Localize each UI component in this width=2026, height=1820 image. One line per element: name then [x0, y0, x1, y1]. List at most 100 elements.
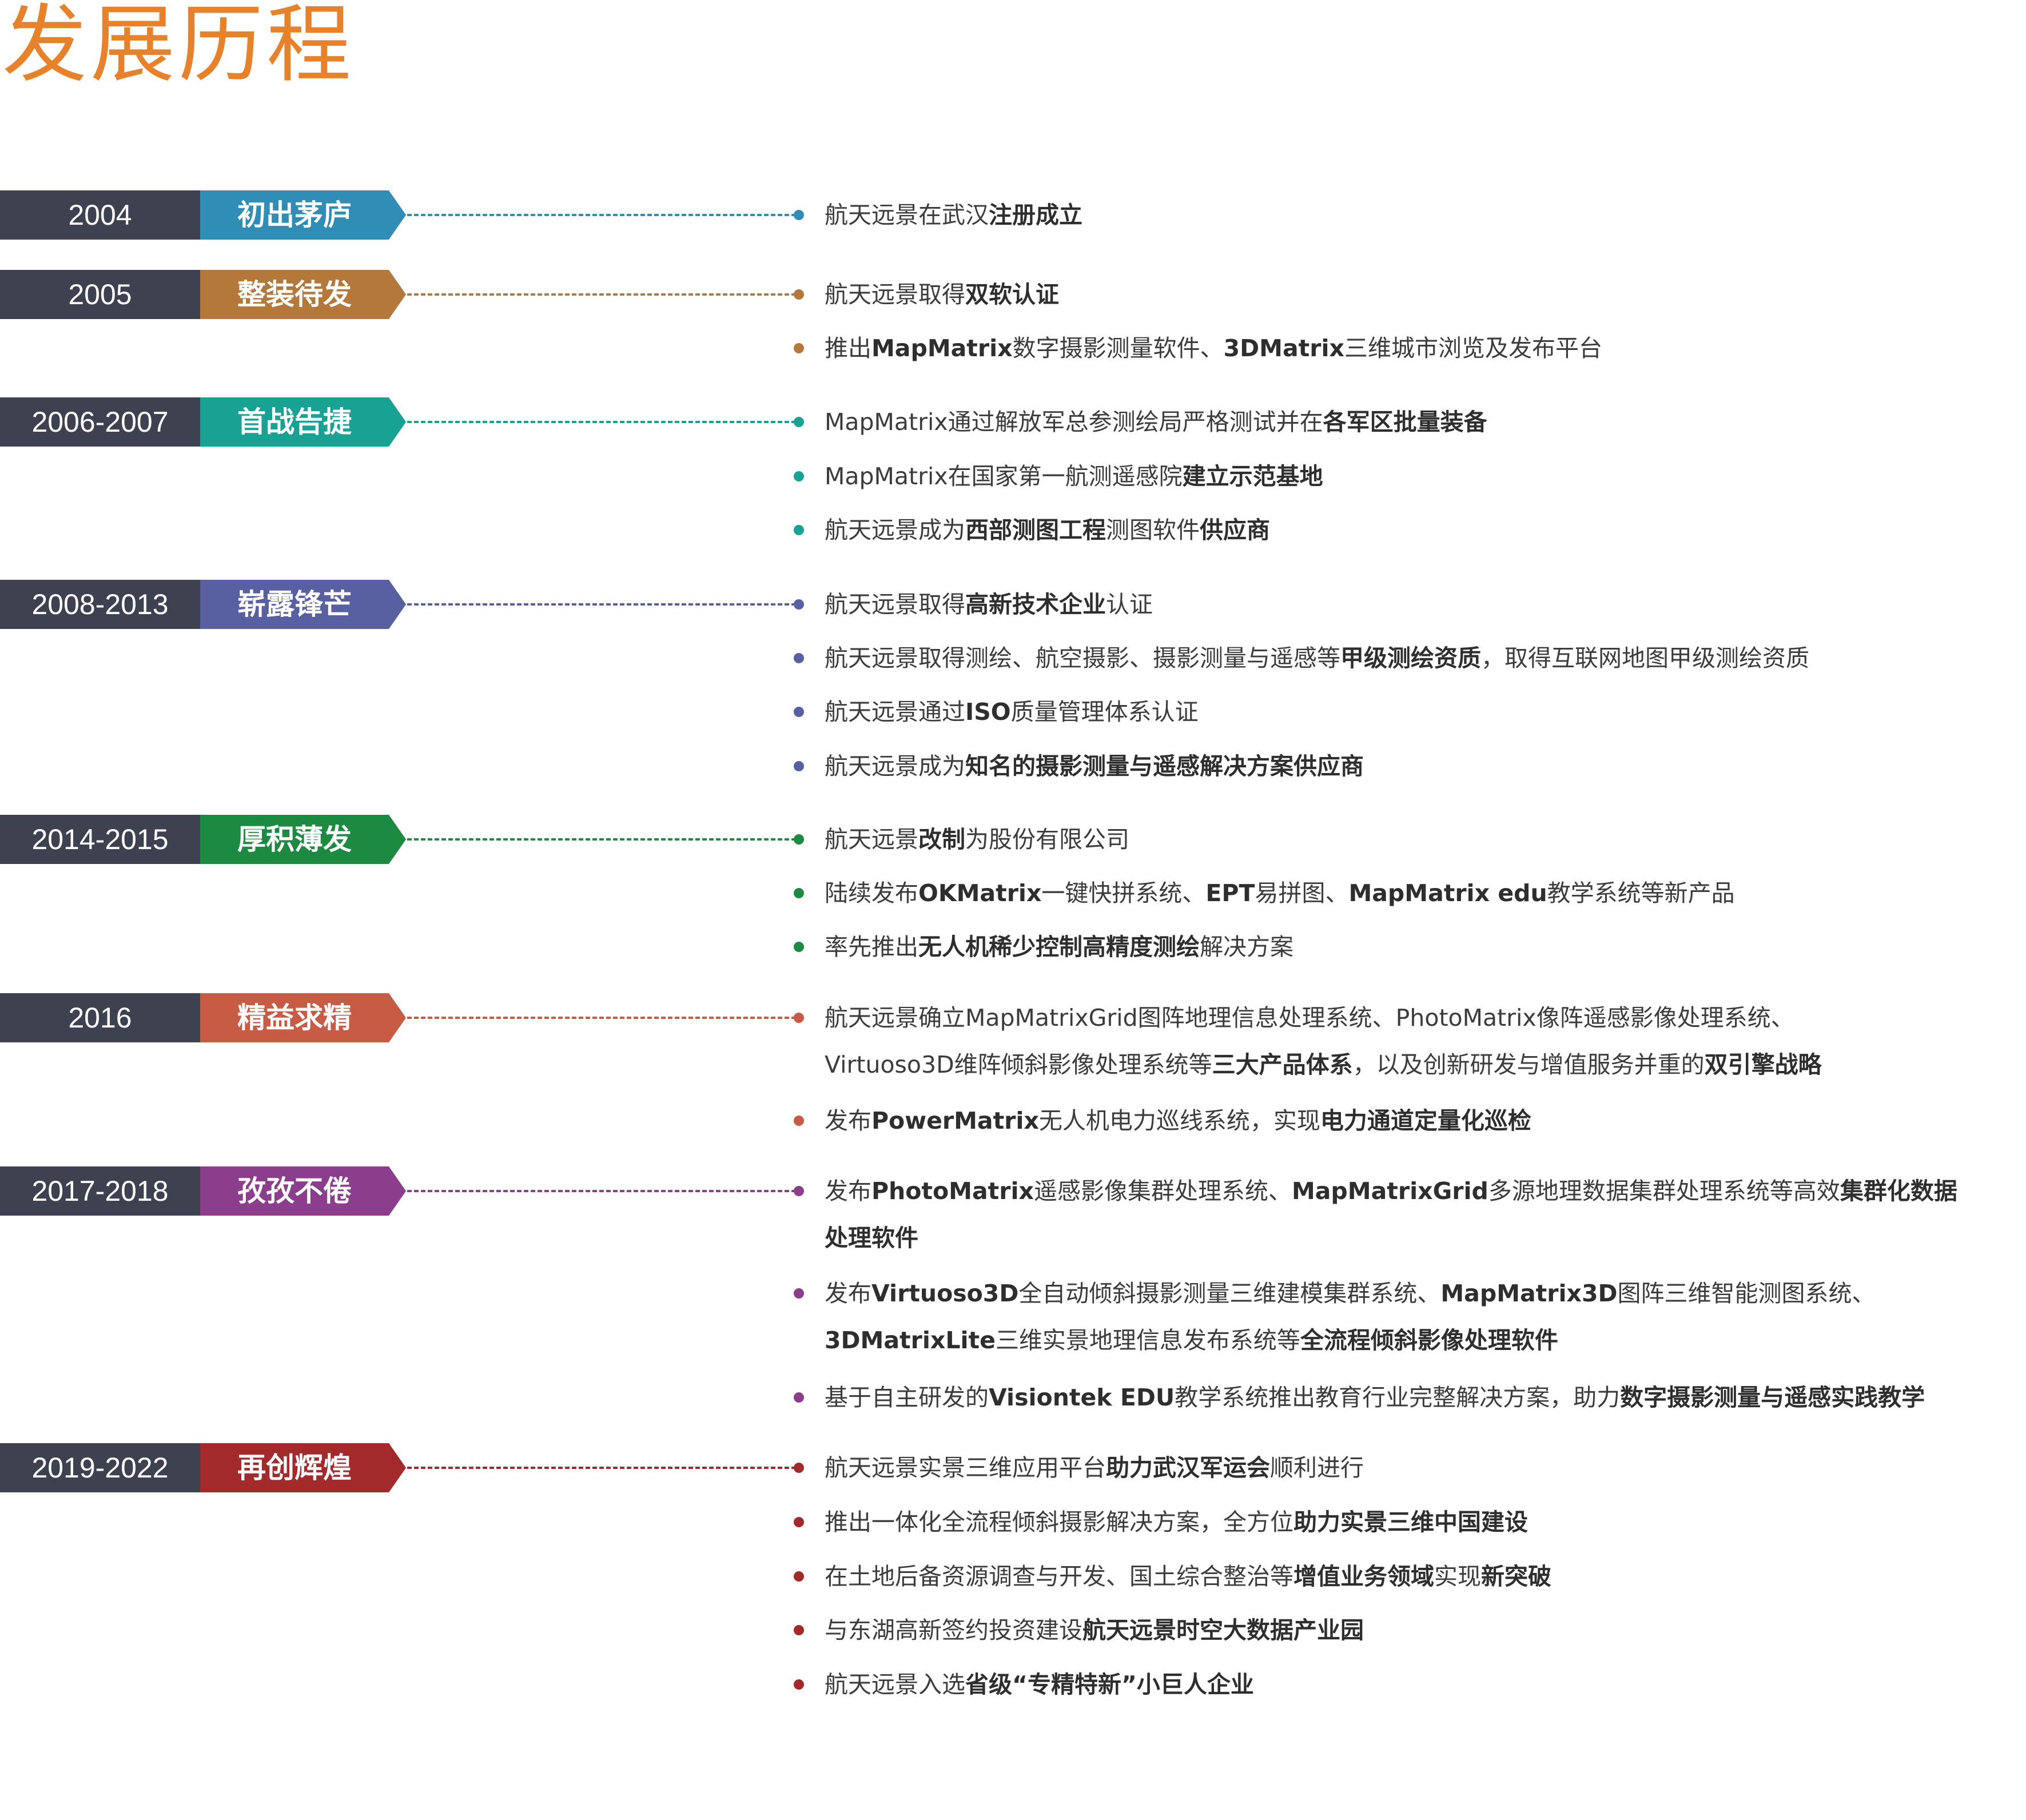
event-text: 推出一体化全流程倾斜摄影解决方案，全方位助力实景三维中国建设 [825, 1498, 2008, 1547]
bullet-dot-icon [794, 1116, 804, 1126]
event-segment: 为股份有限公司 [965, 826, 1129, 853]
event-segment: MapMatrix通过解放军总参测绘局严格测试并在 [825, 408, 1323, 436]
event-text: 发布Virtuoso3D全自动倾斜摄影测量三维建模集群系统、MapMatrix3… [825, 1269, 2008, 1318]
period-year: 2004 [0, 190, 200, 240]
event-text: 航天远景改制为股份有限公司 [825, 815, 2008, 864]
connector-dashed-line [407, 293, 796, 296]
event-segment: ，以及创新研发与增值服务并重的 [1352, 1051, 1705, 1078]
event-segment: 航天远景 [825, 826, 918, 853]
event-highlight: 集群化数据 [1840, 1177, 1957, 1205]
event-segment: 全自动倾斜摄影测量三维建模集群系统、 [1018, 1280, 1441, 1307]
event-highlight: 双软认证 [965, 281, 1059, 308]
event-segment: MapMatrix在国家第一航测遥感院 [825, 463, 1183, 490]
event-text: MapMatrix通过解放军总参测绘局严格测试并在各军区批量装备 [825, 397, 2008, 447]
event-segment: 与东湖高新签约投资建设 [825, 1616, 1082, 1644]
event-segment: 航天远景实景三维应用平台 [825, 1454, 1106, 1482]
bullet-dot-icon [794, 289, 804, 300]
event-segment: 多源地理数据集群处理系统等高效 [1488, 1177, 1840, 1205]
period-year: 2019-2022 [0, 1443, 200, 1492]
event-text: 航天远景入选省级“专精特新”小巨人企业 [825, 1660, 2008, 1709]
period-year: 2017-2018 [0, 1166, 200, 1216]
event-segment: 图阵三维智能测图系统、 [1617, 1280, 1876, 1307]
event-text: MapMatrix在国家第一航测遥感院建立示范基地 [825, 452, 2008, 501]
event-segment: 测图软件 [1106, 516, 1200, 544]
event-segment: 数字摄影测量软件、 [1012, 334, 1224, 362]
event-highlight: PowerMatrix [871, 1107, 1039, 1134]
event-segment: 发布 [825, 1177, 871, 1205]
event-highlight: 助力武汉军运会 [1106, 1454, 1270, 1482]
bullet-dot-icon [794, 1463, 804, 1473]
event-segment: 航天远景成为 [825, 752, 965, 780]
bullet-dot-icon [794, 1679, 804, 1690]
event-segment: 航天远景在武汉 [825, 201, 989, 229]
event-segment: 在土地后备资源调查与开发、国土综合整治等 [825, 1563, 1293, 1590]
period-tag: 孜孜不倦 [200, 1166, 389, 1216]
event-text: 处理软件 [825, 1213, 2008, 1263]
event-highlight: Virtuoso3D [871, 1280, 1019, 1307]
event-text: 航天远景取得双软认证 [825, 270, 2008, 319]
event-highlight: 建立示范基地 [1182, 463, 1323, 490]
event-text: 推出MapMatrix数字摄影测量软件、3DMatrix三维城市浏览及发布平台 [825, 324, 2008, 373]
event-highlight: EPT [1205, 879, 1255, 907]
event-highlight: 3DMatrixLite [825, 1327, 996, 1354]
event-text: 航天远景成为西部测图工程测图软件供应商 [825, 505, 2008, 555]
event-highlight: 无人机稀少控制高精度测绘 [918, 933, 1200, 961]
event-segment: 航天远景取得 [825, 591, 965, 618]
event-segment: 解决方案 [1200, 933, 1293, 961]
bullet-dot-icon [794, 707, 804, 717]
event-highlight: 高新技术企业 [965, 591, 1106, 618]
event-segment: Virtuoso3D维阵倾斜影像处理系统等 [825, 1051, 1212, 1078]
bullet-dot-icon [794, 1392, 804, 1403]
bullet-dot-icon [794, 471, 804, 481]
event-highlight: 注册成立 [989, 201, 1082, 229]
event-text: Virtuoso3D维阵倾斜影像处理系统等三大产品体系，以及创新研发与增值服务并… [825, 1040, 2008, 1089]
event-text: 航天远景取得高新技术企业认证 [825, 580, 2008, 629]
event-highlight: MapMatrix3D [1440, 1280, 1618, 1307]
event-highlight: 新突破 [1481, 1563, 1551, 1590]
tag-arrow-shape [389, 190, 406, 240]
bullet-dot-icon [794, 210, 804, 220]
connector-dashed-line [407, 1017, 796, 1019]
connector-dashed-line [407, 1190, 796, 1192]
event-segment: 实现 [1434, 1563, 1481, 1590]
event-segment: 教学系统等新产品 [1547, 879, 1735, 907]
event-highlight: 各军区批量装备 [1323, 408, 1487, 436]
event-segment: 推出一体化全流程倾斜摄影解决方案，全方位 [825, 1508, 1293, 1536]
bullet-dot-icon [794, 1625, 804, 1635]
tag-arrow-shape [389, 1443, 406, 1492]
event-text: 率先推出无人机稀少控制高精度测绘解决方案 [825, 922, 2008, 971]
connector-dashed-line [407, 214, 796, 216]
period-year: 2016 [0, 993, 200, 1042]
tag-arrow-shape [389, 580, 406, 629]
event-highlight: OKMatrix [918, 879, 1042, 907]
event-text: 航天远景实景三维应用平台助力武汉军运会顺利进行 [825, 1443, 2008, 1492]
connector-dashed-line [407, 838, 796, 841]
bullet-dot-icon [794, 834, 804, 845]
event-highlight: 省级“专精特新”小巨人企业 [965, 1671, 1254, 1698]
event-segment: 推出 [825, 334, 871, 362]
event-highlight: MapMatrix [871, 334, 1013, 362]
event-text: 陆续发布OKMatrix一键快拼系统、EPT易拼图、MapMatrix edu教… [825, 869, 2008, 918]
event-segment: 一键快拼系统、 [1041, 879, 1206, 907]
event-segment: 航天远景取得 [825, 281, 965, 308]
bullet-dot-icon [794, 942, 804, 952]
event-segment: 航天远景入选 [825, 1671, 965, 1698]
event-segment: 基于自主研发的 [825, 1384, 989, 1411]
bullet-dot-icon [794, 653, 804, 663]
event-highlight: 助力实景三维中国建设 [1293, 1508, 1528, 1536]
event-highlight: 数字摄影测量与遥感实践教学 [1620, 1384, 1925, 1411]
connector-dashed-line [407, 1467, 796, 1469]
bullet-dot-icon [794, 1288, 804, 1299]
bullet-dot-icon [794, 1186, 804, 1196]
event-text: 航天远景确立MapMatrixGrid图阵地理信息处理系统、PhotoMatri… [825, 993, 2008, 1042]
event-highlight: ISO [965, 698, 1011, 726]
event-segment: 发布 [825, 1107, 871, 1134]
event-highlight: 甲级测绘资质 [1340, 644, 1481, 672]
period-tag: 厚积薄发 [200, 815, 389, 864]
event-text: 发布PowerMatrix无人机电力巡线系统，实现电力通道定量化巡检 [825, 1096, 2008, 1145]
bullet-dot-icon [794, 343, 804, 353]
event-segment: 教学系统推出教育行业完整解决方案，助力 [1175, 1384, 1621, 1411]
event-highlight: 供应商 [1200, 516, 1270, 544]
event-segment: 无人机电力巡线系统，实现 [1038, 1107, 1320, 1134]
period-tag: 崭露锋芒 [200, 580, 389, 629]
